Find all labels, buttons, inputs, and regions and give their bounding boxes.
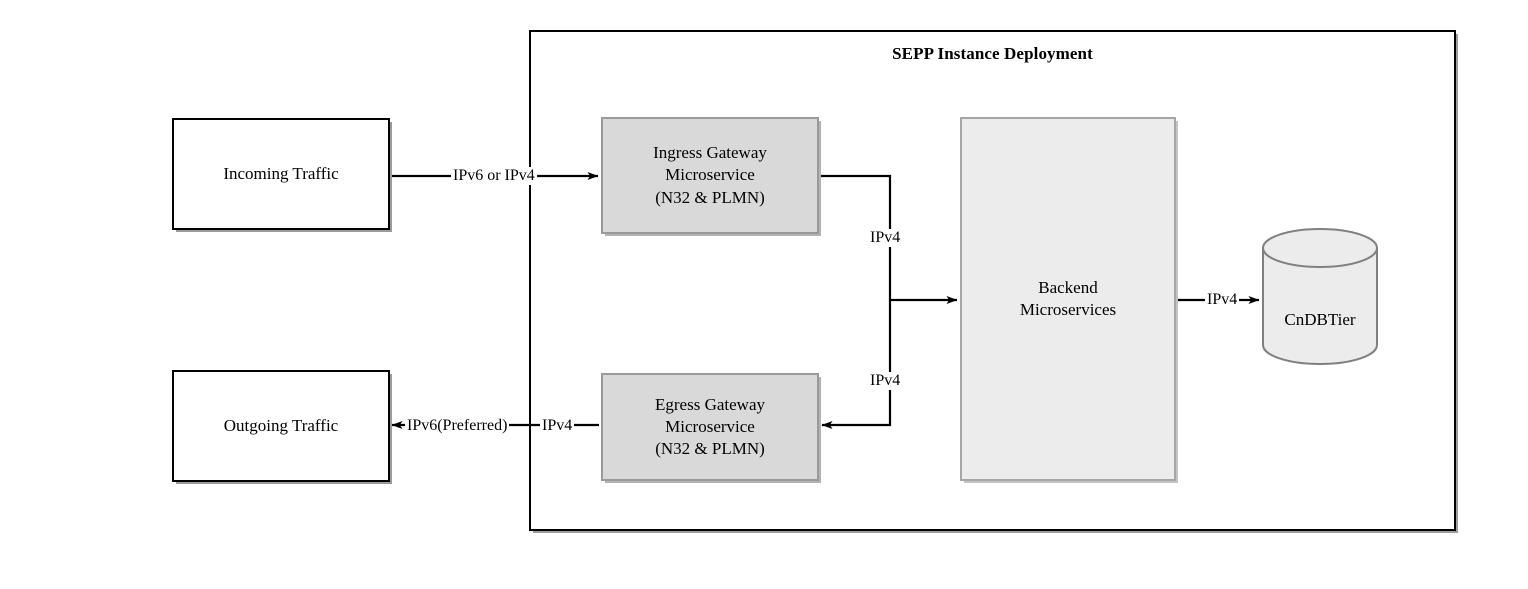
node-egress-gateway-label: Egress Gateway Microservice (N32 & PLMN) xyxy=(655,394,765,459)
node-cndbtier-label: CnDBTier xyxy=(1284,310,1356,329)
node-backend-microservices-label: Backend Microservices xyxy=(1019,277,1117,319)
edge-label-ingress-to-backend: IPv4 xyxy=(868,229,903,247)
edge-label-backend-to-cndbtier: IPv4 xyxy=(1205,291,1240,309)
cylinder-shape xyxy=(1262,228,1378,365)
node-incoming-traffic-label: Incoming Traffic xyxy=(223,163,339,183)
edge-backend-to-egress xyxy=(821,300,892,429)
node-ingress-gateway-microservice[interactable]: Ingress Gateway Microservice (N32 & PLMN… xyxy=(601,117,819,234)
sepp-instance-deployment-container xyxy=(529,30,1456,531)
node-ingress-gateway-label: Ingress Gateway Microservice (N32 & PLMN… xyxy=(653,143,767,207)
node-incoming-traffic[interactable]: Incoming Traffic xyxy=(172,118,390,230)
node-egress-gateway-microservice[interactable]: Egress Gateway Microservice (N32 & PLMN) xyxy=(601,373,819,481)
node-outgoing-traffic[interactable]: Outgoing Traffic xyxy=(172,370,390,482)
node-cndbtier[interactable] xyxy=(1261,227,1379,366)
edge-label-incoming-to-ingress: IPv6 or IPv4 xyxy=(451,167,537,185)
node-backend-microservices[interactable]: Backend Microservices xyxy=(960,117,1176,481)
edge-label-backend-to-egress: IPv4 xyxy=(868,372,903,390)
page-title: SEPP Instance Deployment xyxy=(892,44,1093,63)
edge-label-egress-to-outgoing-secondary: IPv4 xyxy=(540,417,575,435)
node-outgoing-traffic-label: Outgoing Traffic xyxy=(223,415,339,435)
edge-label-egress-to-outgoing-primary: IPv6(Preferred) xyxy=(405,417,510,435)
